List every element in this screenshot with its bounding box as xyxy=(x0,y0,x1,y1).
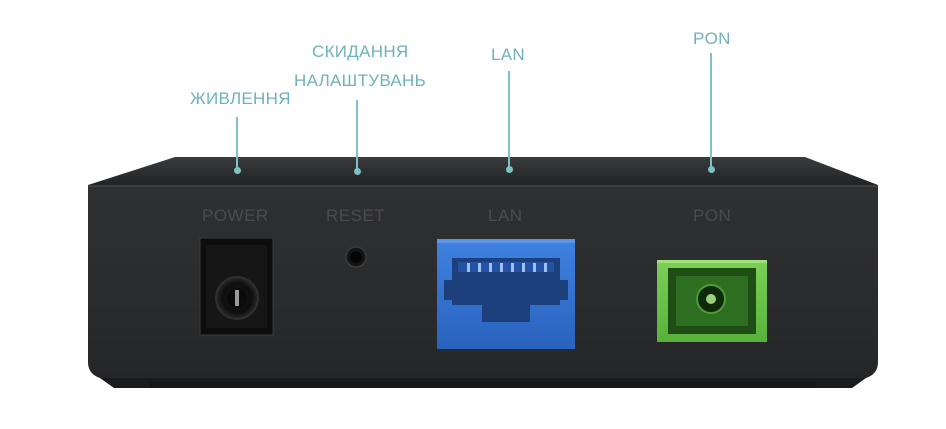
reset-callout-label-line2: НАЛАШТУВАНЬ xyxy=(294,71,427,90)
device-edge-highlight xyxy=(88,185,878,187)
reset-callout-label-line1: СКИДАННЯ xyxy=(312,42,409,61)
device-top xyxy=(88,157,878,185)
device-feet xyxy=(150,382,816,388)
lan-leader-line xyxy=(508,71,510,168)
pon-leader-line xyxy=(710,53,712,168)
power-callout-label: ЖИВЛЕННЯ xyxy=(190,89,291,108)
lan-leader-dot xyxy=(506,166,513,173)
reset-leader-dot xyxy=(354,168,361,175)
pon-callout-label: PON xyxy=(693,29,731,48)
power-panel-label: POWER xyxy=(202,206,269,225)
pon-panel-label: PON xyxy=(693,206,732,225)
reset-panel-label: RESET xyxy=(326,206,386,225)
lan-panel-label: LAN xyxy=(488,206,523,225)
power-leader-line xyxy=(236,117,238,169)
rj45-ethernet-port-icon xyxy=(437,239,575,349)
reset-pinhole-icon xyxy=(345,246,367,268)
reset-leader-line xyxy=(356,100,358,170)
dc-power-jack-icon xyxy=(199,237,274,336)
power-leader-dot xyxy=(234,167,241,174)
lan-callout-label: LAN xyxy=(491,45,525,64)
sc-fiber-optic-port-icon xyxy=(657,260,767,342)
pon-leader-dot xyxy=(708,166,715,173)
